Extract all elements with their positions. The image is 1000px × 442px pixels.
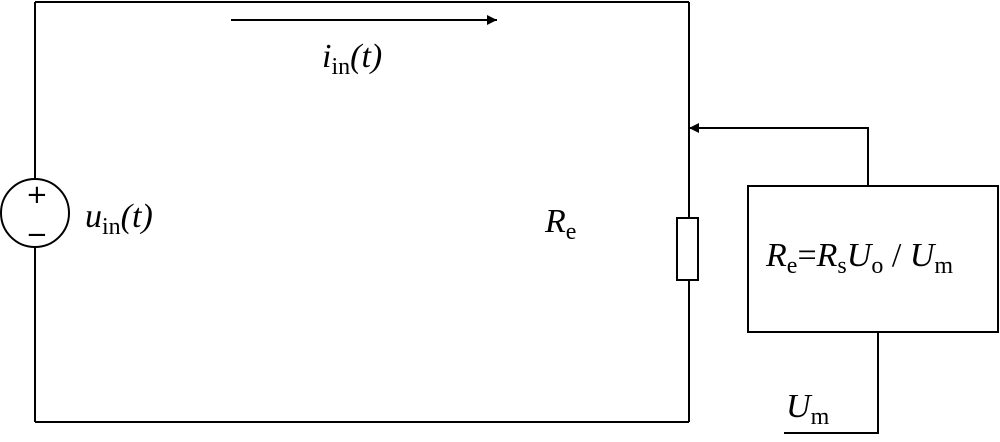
formula-term3-subscript: m xyxy=(934,253,953,279)
resistor-symbol-text: R xyxy=(545,203,566,240)
input-subscript: m xyxy=(810,404,830,430)
source-subscript: in xyxy=(102,214,121,240)
source-argument: (t) xyxy=(120,198,153,235)
formula-term1: R xyxy=(816,237,838,274)
source-plus-sign: + xyxy=(26,180,48,210)
formula-term1-subscript: s xyxy=(837,253,847,279)
source-minus-sign: − xyxy=(26,220,48,250)
formula-term2: U xyxy=(846,237,872,274)
current-subscript: in xyxy=(331,54,351,80)
formula-divide: / xyxy=(883,237,910,274)
input-symbol: U xyxy=(786,388,811,425)
resistor-label: Re xyxy=(545,203,576,245)
formula-lhs: R xyxy=(766,237,787,274)
voltage-source-symbol xyxy=(0,178,70,248)
formula-term3: U xyxy=(909,237,935,274)
source-symbol: u xyxy=(85,198,102,235)
current-argument: (t) xyxy=(350,38,383,75)
formula-lhs-subscript: e xyxy=(786,253,798,279)
controller-formula: Re=RsUo / Um xyxy=(766,237,953,279)
resistor-subscript: e xyxy=(565,219,577,245)
current-label: iin(t) xyxy=(322,38,383,80)
controller-block xyxy=(747,185,999,333)
formula-equals: = xyxy=(797,237,817,274)
source-label: uin(t) xyxy=(85,198,153,240)
control-arrow xyxy=(689,123,869,186)
current-symbol: i xyxy=(322,38,332,75)
resistor-symbol xyxy=(676,217,699,281)
input-wire xyxy=(784,332,879,434)
input-label: Um xyxy=(786,388,829,430)
formula-term2-subscript: o xyxy=(871,253,884,279)
